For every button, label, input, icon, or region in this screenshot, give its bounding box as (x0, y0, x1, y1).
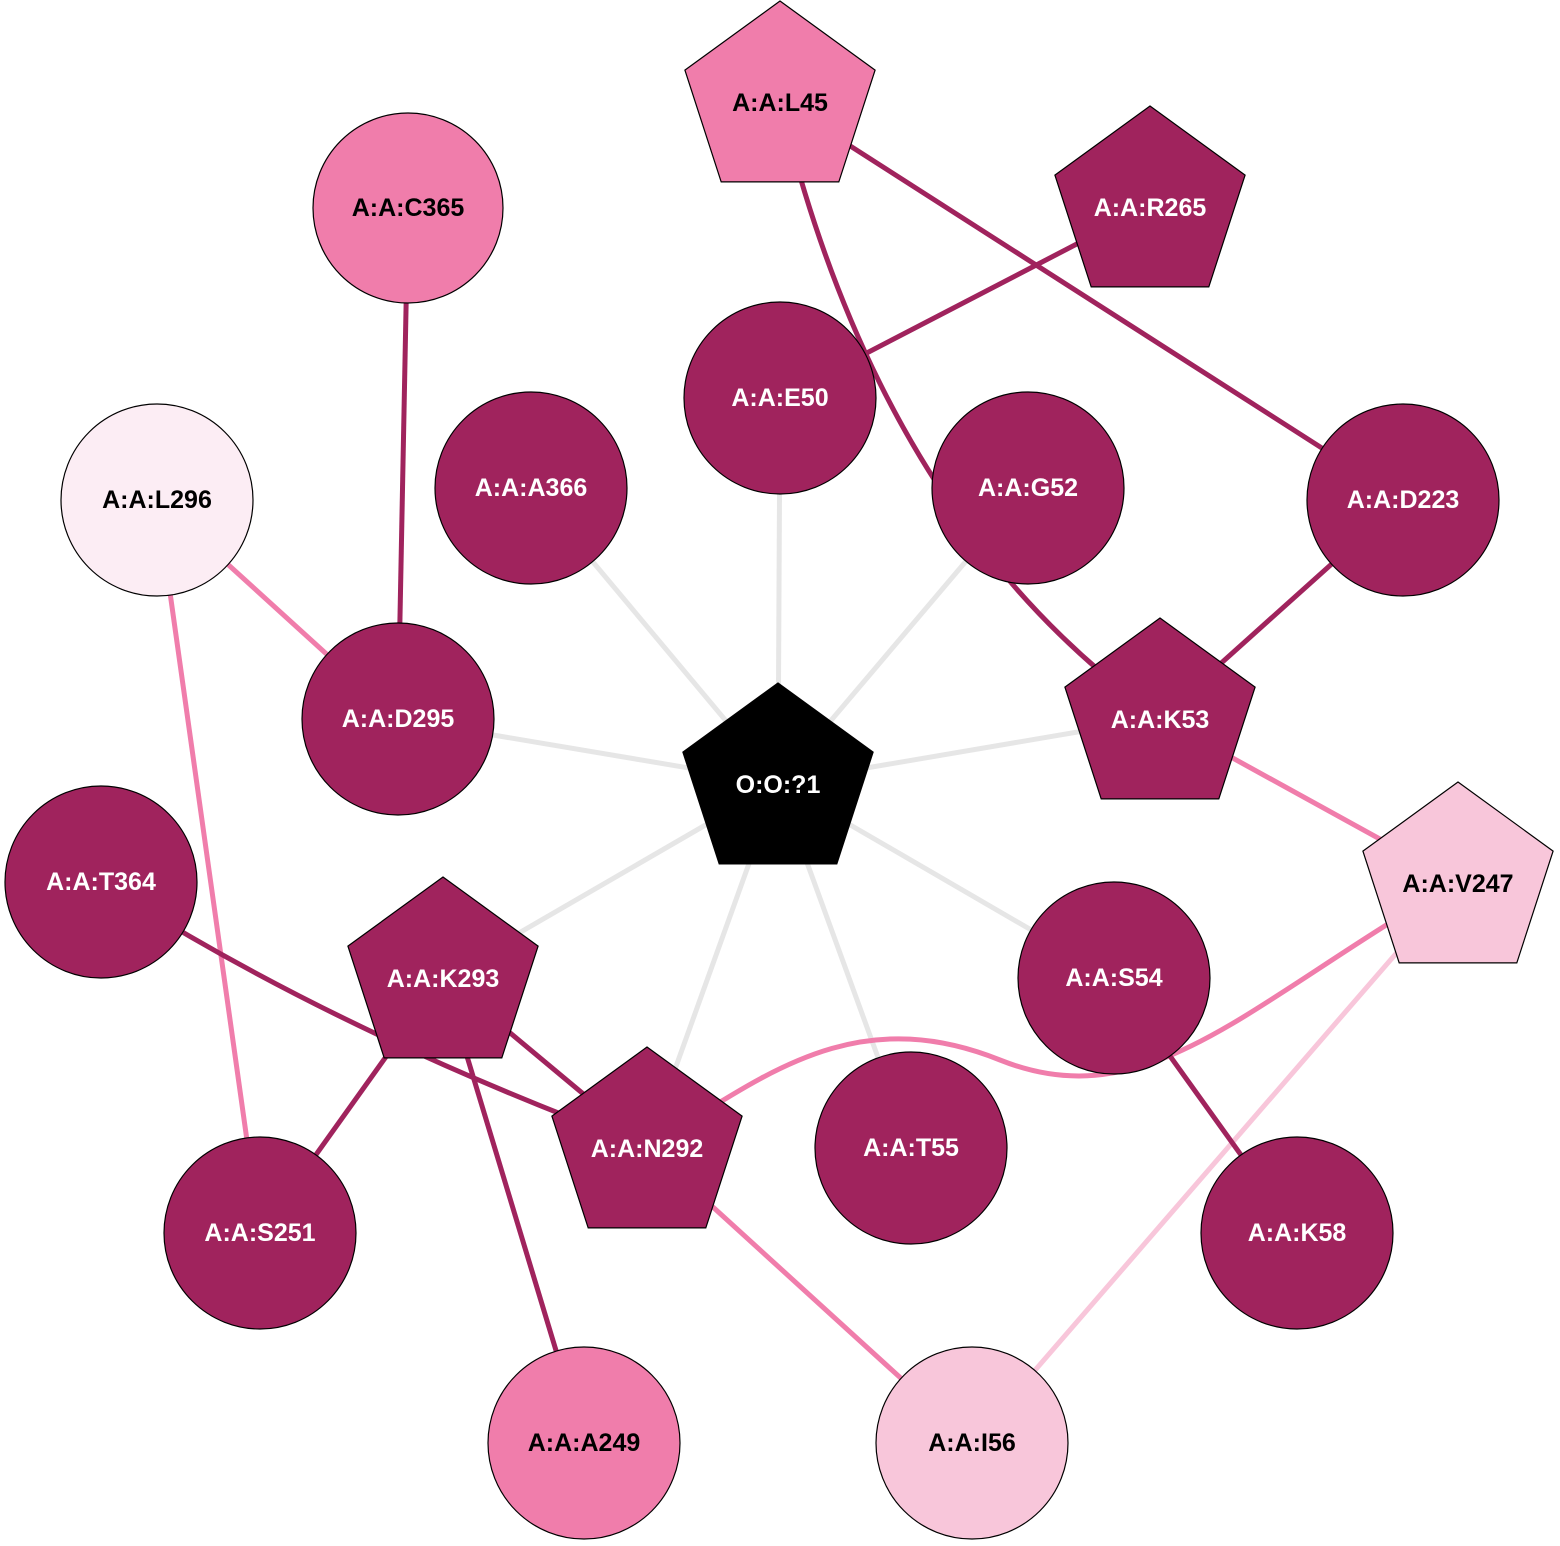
node-shape-pentagon (684, 0, 876, 183)
node-a-a-k58[interactable]: A:A:K58 (1200, 1136, 1394, 1330)
node-a-a-i56[interactable]: A:A:I56 (875, 1346, 1069, 1540)
node-a-a-r265[interactable]: A:A:R265 (1054, 105, 1246, 288)
node-a-a-v247[interactable]: A:A:V247 (1362, 781, 1554, 964)
edge-a-a-l45-to-a-a-d223 (778, 98, 1405, 503)
node-label: A:A:A249 (528, 1429, 641, 1457)
node-shape-circle (875, 1346, 1069, 1540)
node-a-a-a366[interactable]: A:A:A366 (434, 391, 628, 585)
edge-a-a-l45-to-a-a-k53 (777, 100, 1162, 721)
node-label: A:A:S251 (204, 1219, 315, 1247)
node-label: O:O:?1 (736, 771, 821, 799)
node-label: A:A:K58 (1248, 1219, 1347, 1247)
node-label: A:A:C365 (352, 194, 465, 222)
node-shape-circle (1017, 881, 1211, 1075)
node-shape-pentagon (1362, 781, 1554, 964)
node-label: A:A:T364 (46, 868, 156, 896)
node-label: A:A:S54 (1065, 964, 1162, 992)
node-shape-pentagon (1064, 617, 1256, 800)
node-shape-circle (60, 403, 254, 597)
node-a-a-s251[interactable]: A:A:S251 (163, 1136, 357, 1330)
node-label: A:A:I56 (928, 1429, 1016, 1457)
node-shape-circle (1306, 403, 1500, 597)
node-a-a-l45[interactable]: A:A:L45 (684, 0, 876, 183)
node-o-o-1[interactable]: O:O:?1 (682, 682, 874, 865)
node-a-a-k53[interactable]: A:A:K53 (1064, 617, 1256, 800)
node-shape-circle (814, 1051, 1008, 1245)
node-shape-pentagon (682, 682, 874, 865)
node-a-a-g52[interactable]: A:A:G52 (931, 391, 1125, 585)
node-label: A:A:E50 (731, 384, 828, 412)
node-a-a-k293[interactable]: A:A:K293 (347, 876, 539, 1059)
node-a-a-e50[interactable]: A:A:E50 (683, 301, 877, 495)
node-a-a-a249[interactable]: A:A:A249 (487, 1346, 681, 1540)
node-a-a-s54[interactable]: A:A:S54 (1017, 881, 1211, 1075)
node-shape-pentagon (551, 1046, 743, 1229)
node-a-a-l296[interactable]: A:A:L296 (60, 403, 254, 597)
node-shape-pentagon (347, 876, 539, 1059)
node-label: A:A:T55 (863, 1134, 959, 1162)
node-label: A:A:R265 (1094, 194, 1207, 222)
node-label: A:A:V247 (1402, 870, 1513, 898)
node-shape-circle (163, 1136, 357, 1330)
node-shape-circle (4, 785, 198, 979)
node-a-a-d295[interactable]: A:A:D295 (301, 622, 495, 816)
node-label: A:A:L45 (732, 89, 828, 117)
node-label: A:A:D223 (1347, 486, 1460, 514)
node-shape-circle (301, 622, 495, 816)
node-shape-circle (1200, 1136, 1394, 1330)
edge-a-a-l296-to-a-a-s251 (154, 499, 263, 1234)
edge-a-a-v247-to-a-a-i56 (970, 880, 1460, 1445)
node-label: A:A:A366 (475, 474, 588, 502)
node-shape-pentagon (1054, 105, 1246, 288)
node-label: A:A:N292 (591, 1135, 704, 1163)
node-label: A:A:G52 (978, 474, 1078, 502)
node-label: A:A:L296 (102, 486, 212, 514)
node-shape-circle (931, 391, 1125, 585)
node-shape-circle (487, 1346, 681, 1540)
node-a-a-n292[interactable]: A:A:N292 (551, 1046, 743, 1229)
node-shape-circle (312, 112, 504, 304)
node-label: A:A:K53 (1111, 706, 1210, 734)
node-a-a-t364[interactable]: A:A:T364 (4, 785, 198, 979)
node-label: A:A:D295 (342, 705, 455, 733)
node-a-a-d223[interactable]: A:A:D223 (1306, 403, 1500, 597)
edge-a-a-v247-to-a-a-n292 (645, 879, 1460, 1150)
node-a-a-c365[interactable]: A:A:C365 (312, 112, 504, 304)
node-shape-circle (434, 391, 628, 585)
node-label: A:A:K293 (387, 965, 500, 993)
node-shape-circle (683, 301, 877, 495)
node-a-a-t55[interactable]: A:A:T55 (814, 1051, 1008, 1245)
